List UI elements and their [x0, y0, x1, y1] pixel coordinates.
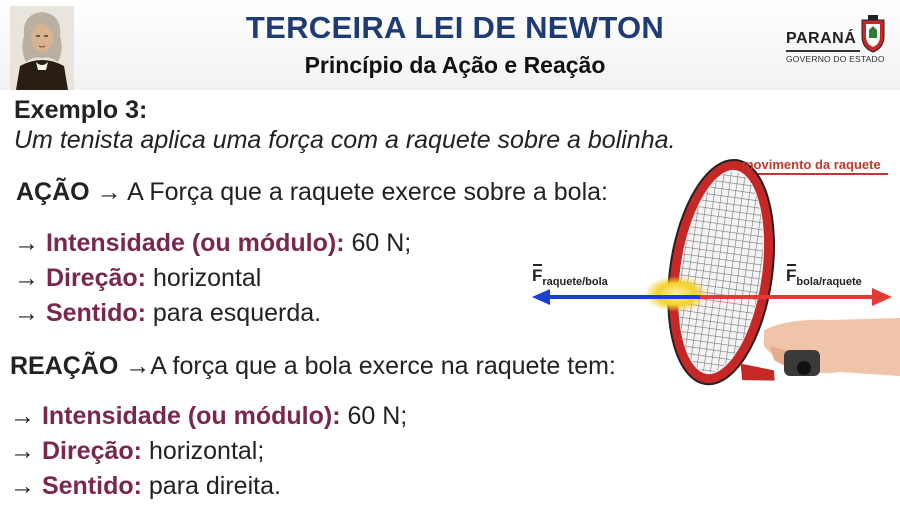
- force-subscript: bola/raquete: [796, 276, 862, 288]
- action-item-direction: → Direção: horizontal: [14, 264, 261, 293]
- header-band: [0, 0, 900, 90]
- arrow-icon: →: [10, 402, 35, 430]
- racket-icon: [667, 158, 776, 386]
- arrow-icon: →: [125, 352, 151, 380]
- newton-portrait: [10, 6, 74, 90]
- action-label: AÇÃO: [16, 178, 90, 206]
- force-symbol: F: [786, 266, 797, 285]
- action-item-intensity: → Intensidade (ou módulo): 60 N;: [14, 229, 411, 258]
- example-title: Exemplo 3:: [14, 96, 148, 124]
- item-value: para direita.: [141, 472, 281, 500]
- reaction-label: REAÇÃO: [10, 352, 119, 380]
- ball-icon: [644, 276, 708, 312]
- logo-divider: [786, 50, 860, 52]
- arrow-icon: →: [96, 178, 122, 206]
- reaction-text: A força que a bola exerce na raquete tem…: [150, 352, 616, 380]
- item-value: 60 N;: [340, 402, 408, 430]
- force-arrow-right-head: [872, 288, 892, 306]
- arrow-icon: →: [14, 264, 39, 292]
- item-label: Sentido:: [45, 299, 146, 327]
- page-subtitle: Princípio da Ação e Reação: [304, 52, 606, 78]
- item-label: Intensidade (ou módulo):: [45, 229, 345, 257]
- arrow-icon: →: [10, 437, 35, 465]
- force-subscript: raquete/bola: [542, 276, 608, 288]
- example-description: Um tenista aplica uma força com a raquet…: [14, 126, 676, 154]
- force-symbol: F: [532, 266, 543, 285]
- parana-logo: PARANÁ GOVERNO DO ESTADO: [786, 14, 890, 64]
- action-text: A Força que a raquete exerce sobre a bol…: [121, 178, 608, 206]
- reaction-item-intensity: → Intensidade (ou módulo): 60 N;: [10, 402, 407, 431]
- item-value: para esquerda.: [145, 299, 322, 327]
- action-item-sense: → Sentido: para esquerda.: [14, 299, 321, 328]
- tennis-illustration: movimento da raquete Fraquete/bola Fbola…: [520, 140, 900, 420]
- arrow-icon: →: [14, 299, 39, 327]
- arrow-icon: →: [14, 229, 39, 257]
- illustration-drawing: [532, 158, 900, 386]
- item-label: Intensidade (ou módulo):: [41, 402, 341, 430]
- item-label: Direção:: [41, 437, 142, 465]
- logo-subtitle: GOVERNO DO ESTADO: [786, 54, 885, 64]
- item-label: Direção:: [45, 264, 146, 292]
- force-label-left: Fraquete/bola: [532, 266, 608, 288]
- reaction-item-sense: → Sentido: para direita.: [10, 472, 281, 501]
- force-arrow-left-head: [532, 289, 550, 305]
- force-label-right: Fbola/raquete: [786, 266, 862, 288]
- logo-name: PARANÁ: [786, 30, 857, 47]
- item-value: horizontal: [146, 264, 262, 292]
- motion-label: movimento da raquete: [742, 157, 881, 172]
- arrow-icon: →: [10, 472, 35, 500]
- item-label: Sentido:: [41, 472, 142, 500]
- reaction-item-direction: → Direção: horizontal;: [10, 437, 264, 466]
- reaction-heading: REAÇÃO →A força que a bola exerce na raq…: [10, 352, 616, 381]
- action-heading: AÇÃO → A Força que a raquete exerce sobr…: [16, 178, 608, 207]
- item-value: 60 N;: [344, 229, 412, 257]
- page-title: TERCEIRA LEI DE NEWTON: [245, 10, 665, 45]
- item-value: horizontal;: [142, 437, 265, 465]
- crest-icon: [861, 15, 885, 53]
